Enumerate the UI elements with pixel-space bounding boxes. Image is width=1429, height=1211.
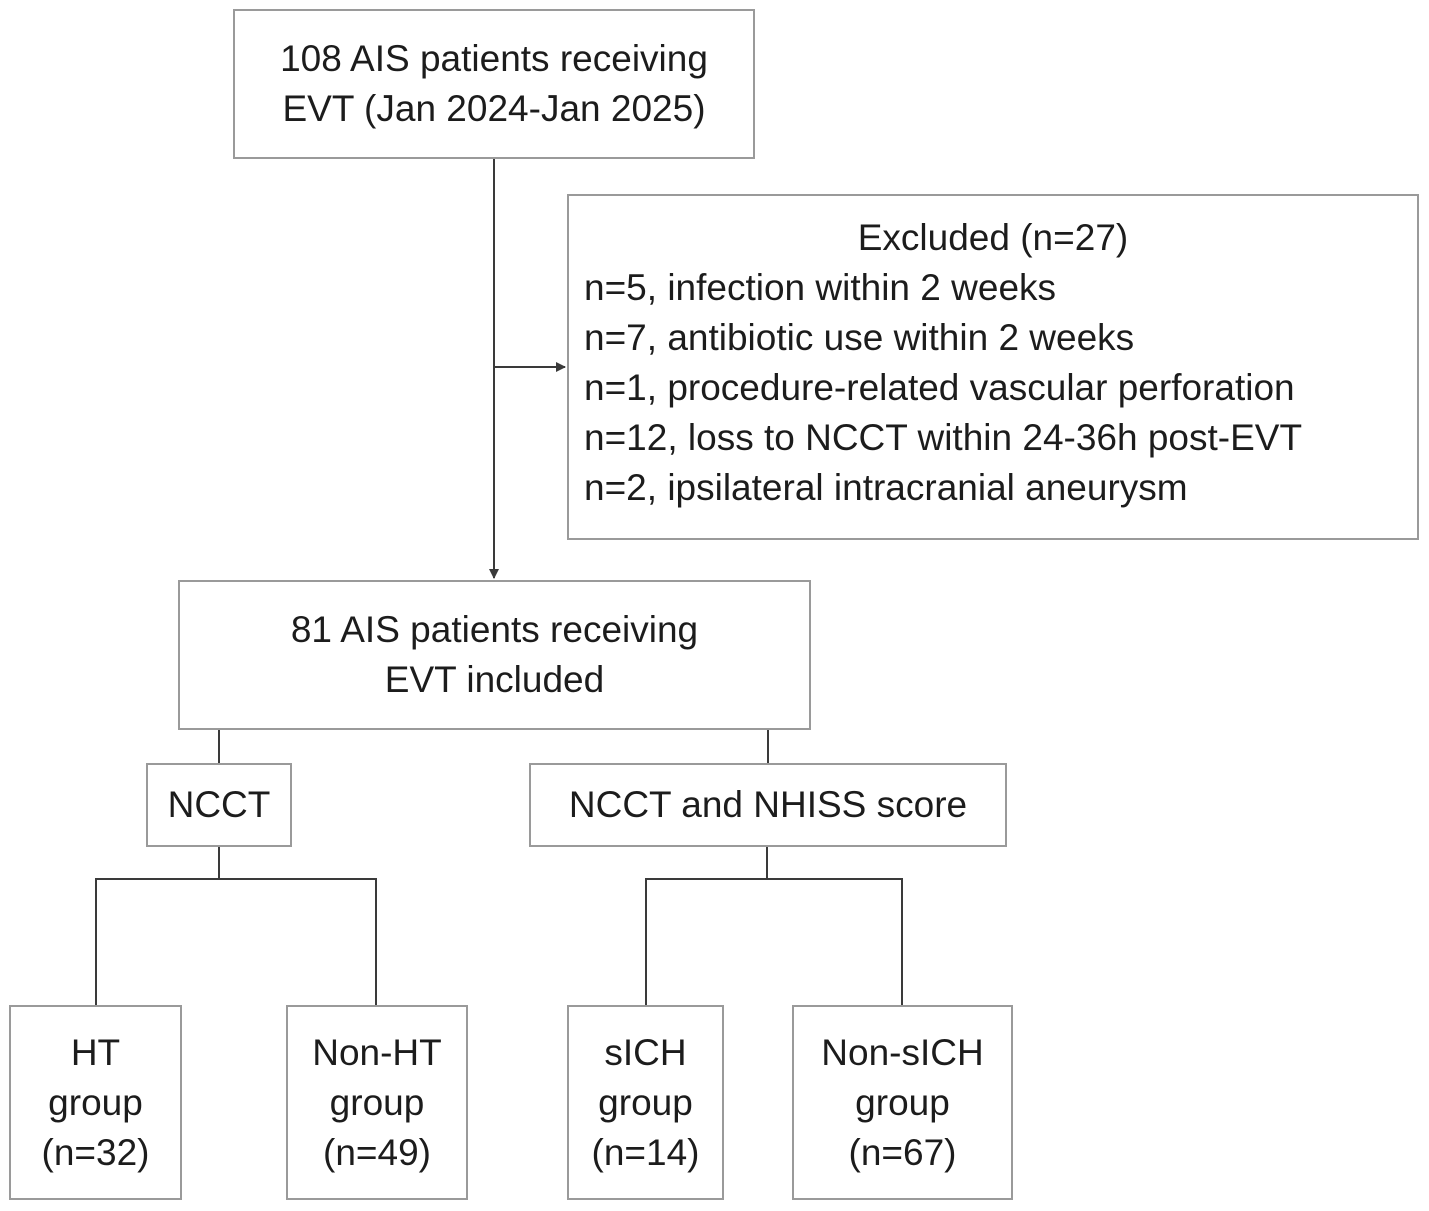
enrolled-line-2: EVT (Jan 2024-Jan 2025) <box>282 88 706 129</box>
ht-group-box: HT group (n=32) <box>9 1005 182 1200</box>
non-sich-group-line-1: Non-sICH <box>821 1031 984 1073</box>
excluded-item: n=2, ipsilateral intracranial aneurysm <box>584 467 1188 508</box>
ht-group-line-1: HT <box>70 1031 121 1073</box>
sich-group-line-1: sICH <box>604 1031 687 1073</box>
excluded-item: n=7, antibiotic use within 2 weeks <box>584 317 1135 358</box>
connector-ncct-nhiss-split-right <box>767 878 903 1005</box>
sich-group-count: (n=14) <box>591 1131 700 1173</box>
excluded-item: n=12, loss to NCCT within 24-36h post-EV… <box>584 417 1303 458</box>
excluded-title: Excluded (n=27) <box>857 217 1129 258</box>
non-sich-group-box: Non-sICH group (n=67) <box>792 1005 1013 1200</box>
ncct-nhiss-method-label: NCCT and NHISS score <box>568 784 968 825</box>
ncct-method-label: NCCT <box>167 784 271 825</box>
included-line-2: EVT included <box>384 659 605 700</box>
excluded-item: n=5, infection within 2 weeks <box>584 267 1057 308</box>
sich-group-line-2: group <box>598 1081 693 1123</box>
non-ht-group-line-1: Non-HT <box>312 1031 442 1073</box>
ht-group-line-2: group <box>48 1081 143 1123</box>
connector-ncct-split-right <box>219 878 377 1005</box>
excluded-item: n=1, procedure-related vascular perforat… <box>584 367 1295 408</box>
non-ht-group-box: Non-HT group (n=49) <box>286 1005 468 1200</box>
ncct-nhiss-method-box: NCCT and NHISS score <box>529 763 1007 847</box>
non-ht-group-count: (n=49) <box>323 1131 431 1173</box>
excluded-box: Excluded (n=27) n=5, infection within 2 … <box>567 194 1419 540</box>
connector-ncct-nhiss-split <box>645 847 768 1005</box>
ht-group-count: (n=32) <box>41 1131 150 1173</box>
enrolled-line-1: 108 AIS patients receiving <box>280 38 708 79</box>
ncct-method-box: NCCT <box>146 763 292 847</box>
non-ht-group-line-2: group <box>329 1081 425 1123</box>
enrolled-patients-box: 108 AIS patients receiving EVT (Jan 2024… <box>233 9 755 159</box>
non-sich-group-line-2: group <box>855 1081 950 1123</box>
connector-ncct-split <box>95 847 220 1005</box>
included-line-1: 81 AIS patients receiving <box>290 609 699 650</box>
non-sich-group-count: (n=67) <box>848 1131 957 1173</box>
included-patients-box: 81 AIS patients receiving EVT included <box>178 580 811 730</box>
sich-group-box: sICH group (n=14) <box>567 1005 724 1200</box>
